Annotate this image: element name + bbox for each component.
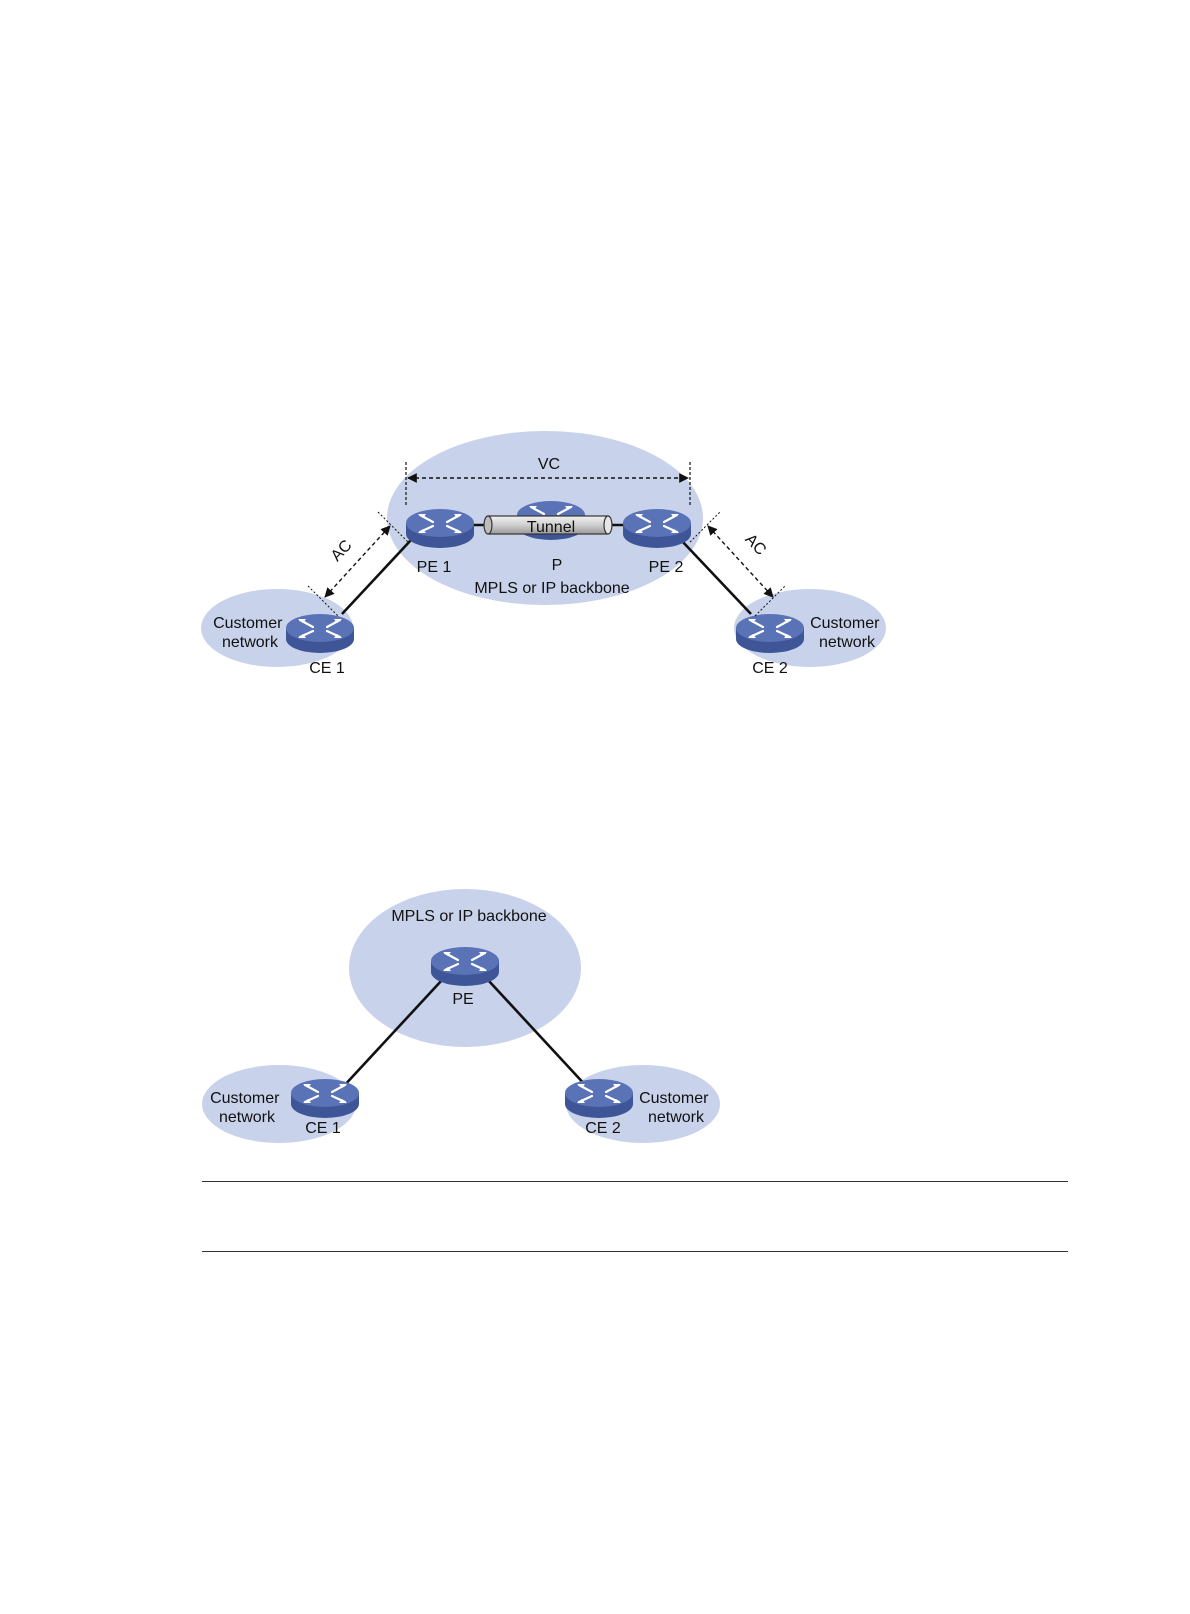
vc-label: VC [538,456,560,473]
ce2-label: CE 2 [752,660,788,677]
customer-network-right-line2: network [819,634,876,651]
pe-label: PE [452,991,473,1008]
ac-left-arrow [325,526,390,597]
tunnel-label: Tunnel [527,519,575,536]
customer-network-right-line1: Customer [810,615,880,632]
ce2-router-icon-2 [565,1079,633,1118]
pe1-router-icon [406,509,474,548]
ac-right-arrow [708,526,773,597]
ce1-label: CE 1 [309,660,345,677]
customer-network-right2-line1: Customer [639,1090,709,1107]
ce2-label-2: CE 2 [585,1120,621,1137]
pe2-router-icon [623,509,691,548]
top-rule [202,1181,1068,1182]
ce1-label-2: CE 1 [305,1120,341,1137]
pe1-label: PE 1 [417,559,452,576]
customer-network-left2-line1: Customer [210,1090,280,1107]
ce1-router-icon [286,614,354,653]
p-label: P [552,557,563,574]
pe2-label: PE 2 [649,559,684,576]
bottom-rule [202,1251,1068,1252]
diagram-2: MPLS or IP backbone PE CE 1 CE 2 Custome… [202,889,720,1143]
link-pe2-ce2 [681,540,751,614]
backbone-label: MPLS or IP backbone [474,580,629,597]
ac-left-label: AC [328,537,356,565]
customer-network-right2-line2: network [648,1109,705,1126]
backbone-label-2: MPLS or IP backbone [391,908,546,925]
ce1-router-icon-2 [291,1079,359,1118]
customer-network-left-line2: network [222,634,279,651]
pe-router-icon [431,947,499,986]
ac-right-label: AC [741,531,769,559]
customer-network-left-line1: Customer [213,615,283,632]
customer-network-left2-line2: network [219,1109,276,1126]
ce2-router-icon [736,614,804,653]
diagram-1: Tunnel VC AC AC PE 1 P PE 2 MPLS or IP b… [201,431,886,677]
